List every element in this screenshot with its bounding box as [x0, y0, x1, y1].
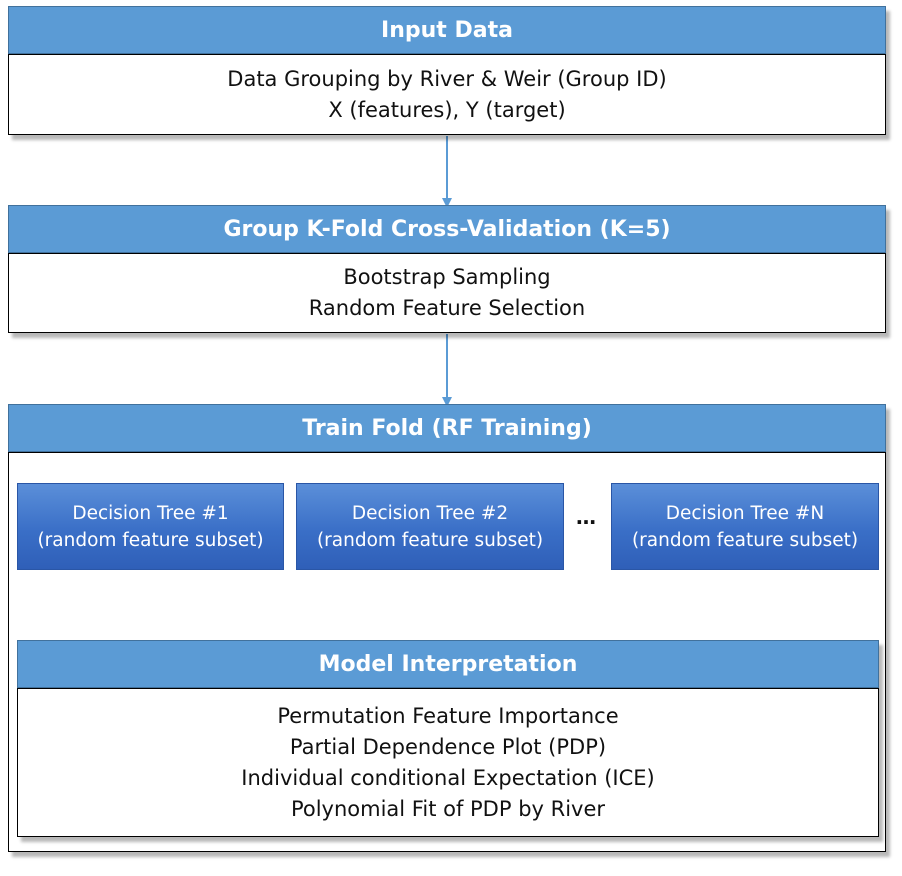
decision-tree-2-subtitle: (random feature subset) [316, 529, 544, 551]
model-interpretation-body: Permutation Feature Importance Partial D… [17, 688, 879, 837]
cross-validation-body: Bootstrap Sampling Random Feature Select… [8, 253, 886, 333]
model-interpretation-line-4: Polynomial Fit of PDP by River [290, 796, 606, 821]
decision-tree-n-subtitle: (random feature subset) [631, 529, 859, 551]
input-data-block: Input Data Data Grouping by River & Weir… [8, 6, 886, 135]
model-interpretation-line-3: Individual conditional Expectation (ICE) [241, 765, 655, 790]
model-interpretation-line-1: Permutation Feature Importance [277, 703, 619, 728]
input-data-header: Input Data [8, 6, 886, 54]
train-fold-header: Train Fold (RF Training) [8, 404, 886, 452]
decision-tree-1-title: Decision Tree #1 [72, 502, 229, 524]
decision-tree-n-title: Decision Tree #N [665, 502, 825, 524]
input-data-line-2: X (features), Y (target) [328, 97, 566, 122]
decision-tree-1: Decision Tree #1 (random feature subset) [17, 483, 284, 570]
input-data-line-1: Data Grouping by River & Weir (Group ID) [227, 66, 667, 91]
decision-tree-1-subtitle: (random feature subset) [37, 529, 264, 551]
tree-ellipsis: … [576, 505, 596, 529]
decision-tree-2: Decision Tree #2 (random feature subset) [296, 483, 564, 570]
cross-validation-header: Group K-Fold Cross-Validation (K=5) [8, 205, 886, 253]
decision-tree-n: Decision Tree #N (random feature subset) [611, 483, 879, 570]
input-data-body: Data Grouping by River & Weir (Group ID)… [8, 54, 886, 135]
cross-validation-line-2: Random Feature Selection [308, 296, 586, 320]
model-interpretation-block: Model Interpretation Permutation Feature… [17, 640, 879, 837]
decision-tree-2-title: Decision Tree #2 [351, 502, 509, 524]
cross-validation-block: Group K-Fold Cross-Validation (K=5) Boot… [8, 205, 886, 333]
model-interpretation-header: Model Interpretation [17, 640, 879, 688]
cross-validation-line-1: Bootstrap Sampling [343, 265, 551, 289]
model-interpretation-line-2: Partial Dependence Plot (PDP) [289, 734, 607, 759]
